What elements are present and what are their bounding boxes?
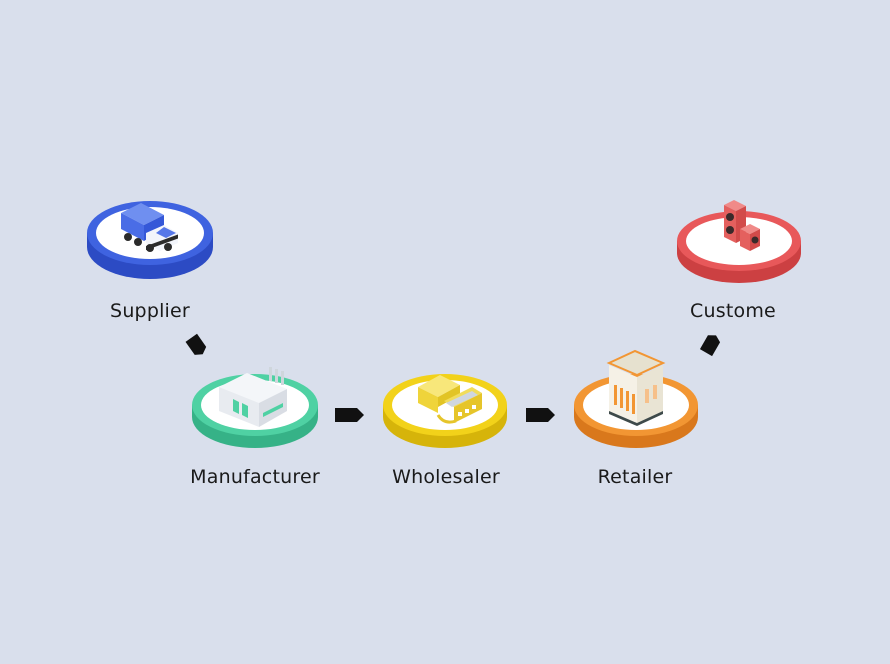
node-supplier: [86, 195, 216, 295]
node-retailer: [573, 345, 703, 448]
label-supplier: Supplier: [110, 300, 190, 322]
truck-icon: [121, 203, 178, 252]
label-manufacturer: Manufacturer: [190, 466, 320, 488]
supplier-disc: [87, 201, 213, 279]
retailer-disc: [574, 349, 698, 448]
arrow-supplier-to-manufacturer: [185, 333, 207, 355]
label-retailer: Retailer: [597, 466, 673, 488]
node-wholesaler: [382, 365, 512, 465]
label-wholesaler: Wholesaler: [392, 466, 500, 488]
arrow-manufacturer-to-wholesaler: [335, 408, 364, 422]
customer-disc: [677, 200, 801, 283]
node-manufacturer: [191, 365, 321, 465]
node-customer: [676, 195, 806, 295]
wholesaler-disc: [383, 374, 507, 448]
warehouse-icon: [418, 375, 482, 424]
label-customer: Custome: [690, 300, 776, 322]
manufacturer-disc: [192, 367, 318, 448]
store-icon: [606, 349, 666, 426]
arrow-wholesaler-to-retailer: [526, 408, 555, 422]
speakers-icon: [724, 200, 760, 251]
arrow-retailer-to-customer: [699, 335, 721, 357]
factory-icon: [219, 367, 287, 427]
